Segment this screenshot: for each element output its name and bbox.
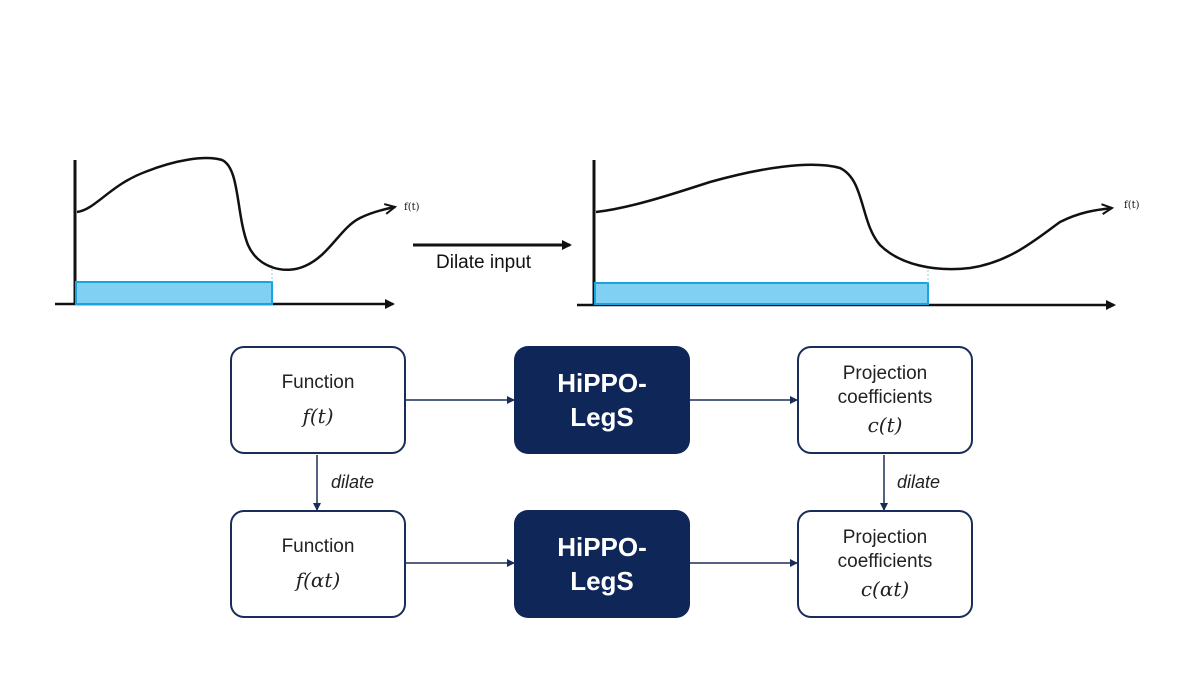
function-math: f(t) — [302, 404, 334, 428]
right-curve — [595, 163, 1112, 271]
function-label: Function — [281, 372, 355, 393]
hippo-legs-box-row1: HiPPO- LegS — [514, 346, 690, 454]
hippo-label-line1: HiPPO- — [557, 368, 647, 398]
function-math: f(αt) — [295, 568, 341, 592]
right-window-bar — [594, 282, 929, 305]
function-box-row1: Function f(t) — [230, 346, 406, 454]
function-box-row2: Function f(αt) — [230, 510, 406, 618]
left-curve — [76, 156, 395, 271]
flow-connectors — [313, 396, 888, 567]
left-plot — [55, 156, 395, 309]
projection-line2: coefficients — [837, 551, 933, 572]
projection-line1: Projection — [842, 363, 928, 384]
projection-box-row2: Projection coefficients c(αt) — [797, 510, 973, 618]
dilate-label-right: dilate — [897, 472, 941, 492]
right-curve-label: f(t) — [1124, 200, 1140, 211]
dilate-input-label: Dilate input — [436, 252, 532, 273]
hippo-label-line1: HiPPO- — [557, 532, 647, 562]
projection-box-row1: Projection coefficients c(t) — [797, 346, 973, 454]
hippo-legs-box-row2: HiPPO- LegS — [514, 510, 690, 618]
hippo-label-line2: LegS — [570, 566, 634, 596]
function-label: Function — [281, 536, 355, 557]
dilate-label-left: dilate — [331, 472, 375, 492]
projection-math: c(t) — [867, 413, 903, 437]
left-curve-label: f(t) — [404, 202, 420, 213]
hippo-label-line2: LegS — [570, 402, 634, 432]
projection-line1: Projection — [842, 527, 928, 548]
projection-math: c(αt) — [860, 577, 910, 601]
right-plot — [577, 160, 1116, 310]
left-window-bar — [75, 281, 273, 305]
projection-line2: coefficients — [837, 387, 933, 408]
